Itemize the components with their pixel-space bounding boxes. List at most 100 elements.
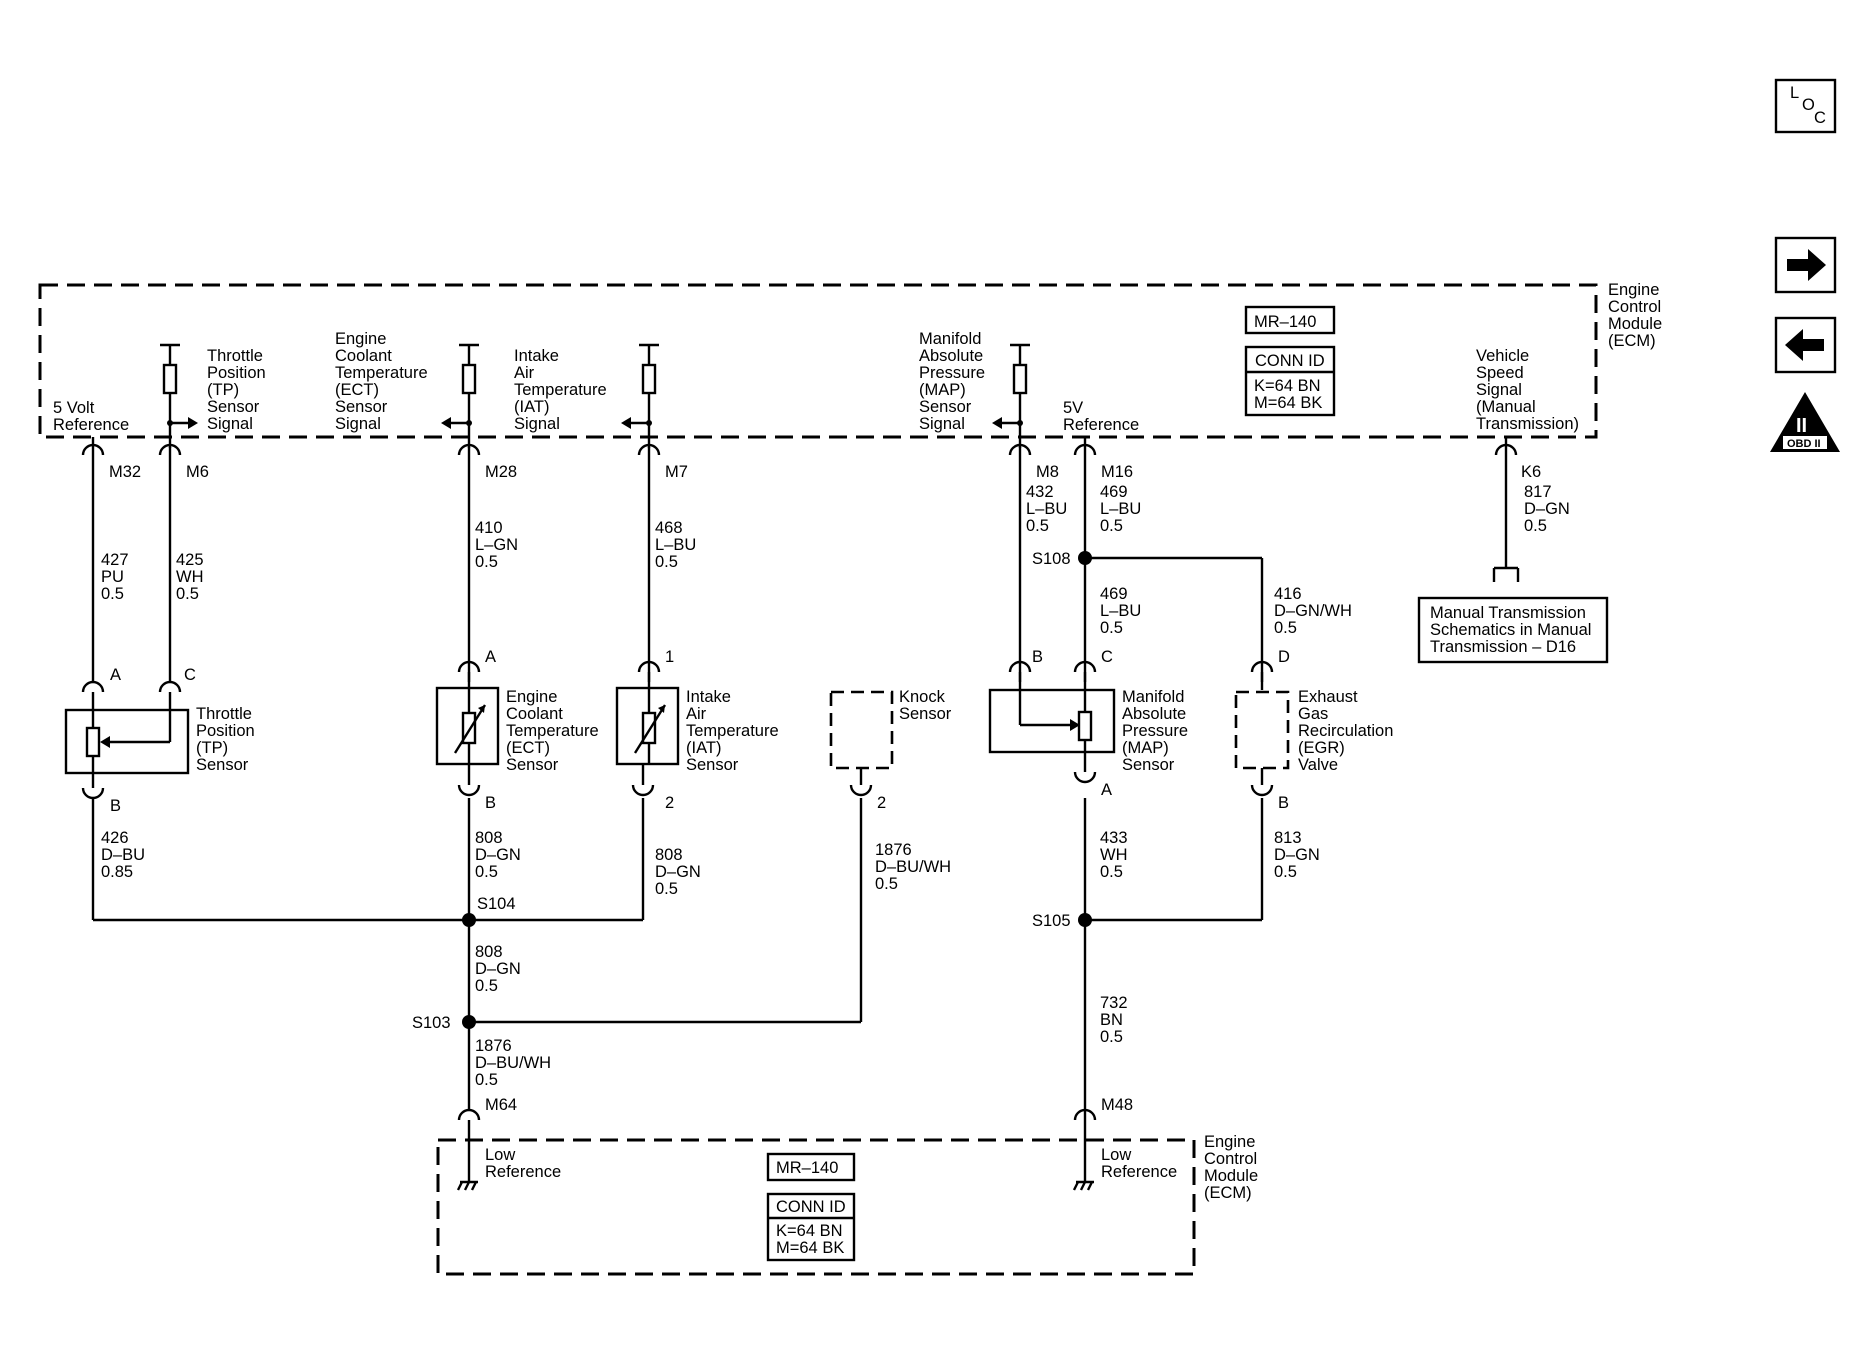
knock-pin-2-label: 2 [877,794,886,812]
tp-sensor-label: Sensor [196,756,249,774]
k6-function-label: Speed [1476,364,1524,382]
m8-connector [1008,443,1032,456]
iat-pin-1-label: 1 [665,648,674,666]
egr-valve-label: Valve [1298,756,1338,774]
egr-valve-label: Exhaust [1298,688,1358,706]
ecm-bottom-conn-m: M=64 BK [776,1239,844,1257]
ecm-top-title-line: Module [1608,315,1662,333]
loc-letter-l: L [1790,84,1799,102]
m28-function-label: Sensor [335,398,388,416]
egr-valve-label: Gas [1298,705,1328,723]
wire-808-label: 0.5 [655,880,678,898]
m6-function-label: Throttle [207,347,263,365]
m7-connector [637,443,661,456]
tp-sensor: A C B Throttle Position (TP) Sensor [64,666,255,815]
wire-468-label: 468 [655,519,683,537]
m64-function-label: Low [485,1146,515,1164]
tp-potentiometer [85,726,101,758]
egr-valve-label: Recirculation [1298,722,1393,740]
wire-817-label: 0.5 [1524,517,1547,535]
ecm-top-title-line: Engine [1608,281,1659,299]
wire-808-label: D–GN [655,863,701,881]
wire-425-label: 425 [176,551,204,569]
k6-function-label: Vehicle [1476,347,1529,365]
wire-416-label: 0.5 [1274,619,1297,637]
map-sensor-label: Pressure [1122,722,1188,740]
egr-pin-b-label: B [1278,794,1289,812]
knock-sensor-label: Knock [899,688,946,706]
map-sensor-label: Manifold [1122,688,1184,706]
m48-function-label: Low [1101,1146,1131,1164]
manual-trans-ref-text: Manual Transmission [1430,604,1586,622]
wire-1876-label: D–BU/WH [475,1054,551,1072]
wire-416-label: D–GN/WH [1274,602,1352,620]
m32-pin-label: M32 [109,463,141,481]
iat-sensor-label: (IAT) [686,739,721,757]
obd-ii-mark: II [1796,415,1807,437]
m28-function-label: Signal [335,415,381,433]
wiring [91,447,1520,1120]
wire-1876-label: 0.5 [875,875,898,893]
m6-function-label: Signal [207,415,253,433]
splices: S108 S104 S103 S105 [412,550,1092,1032]
manual-transmission-reference-link[interactable]: Manual Transmission Schematics in Manual… [1417,596,1609,664]
ect-pin-b-label: B [485,794,496,812]
m8-function-label: Absolute [919,347,983,365]
m6-function-label: Position [207,364,266,382]
splice-s103 [462,1015,476,1029]
wire-426-label: 0.85 [101,863,133,881]
iat-sensor: 1 2 Intake Air Temperature (IAT) Sensor [615,648,779,812]
m6-function-label: Sensor [207,398,260,416]
m7-function-label: Temperature [514,381,607,399]
ecm-top-title-line: (ECM) [1608,332,1656,350]
next-page-button[interactable] [1774,236,1837,294]
obd-ii-button[interactable]: II OBD II [1770,392,1840,452]
wire-427-label: 0.5 [101,585,124,603]
wire-469-label: 0.5 [1100,517,1123,535]
wire-808-label: 0.5 [475,977,498,995]
wire-1876-label: 1876 [475,1037,512,1055]
ect-sensor: A B Engine Coolant Temperature (ECT) Sen… [435,648,599,812]
splice-s104-label: S104 [477,895,516,913]
loc-button[interactable]: L O C [1774,78,1837,134]
wire-433-label: WH [1100,846,1128,864]
m8-function-label: Signal [919,415,965,433]
ecm-top-title: Engine Control Module (ECM) [1608,281,1662,350]
wire-1876-label: 0.5 [475,1071,498,1089]
ecm-top-module: Engine Control Module (ECM) MR–140 CONN … [38,281,1662,448]
splice-s105-label: S105 [1032,912,1071,930]
m8-function-label: Manifold [919,330,981,348]
m28-function-label: (ECT) [335,381,379,399]
wire-410-label: 0.5 [475,553,498,571]
obd-ii-label: OBD II [1787,438,1821,450]
k6-pin-label: K6 [1521,463,1541,481]
m16-pin-label: M16 [1101,463,1133,481]
tp-sensor-label: Throttle [196,705,252,723]
m16-function-label: Reference [1063,416,1139,434]
map-sensor: B C A Manifold Absolute Pressure (MAP) S… [988,648,1188,799]
m48-connector [1073,1108,1097,1121]
m7-function-label: Signal [514,415,560,433]
wire-732-label: 0.5 [1100,1028,1123,1046]
ecm-bottom-title-line: (ECM) [1204,1184,1252,1202]
ecm-top-conn-id-label: CONN ID [1255,352,1325,370]
wire-469-label: L–BU [1100,500,1141,518]
ect-sensor-label: Sensor [506,756,559,774]
ecm-top-conn-m: M=64 BK [1254,394,1322,412]
wire-labels: 427 PU 0.5 425 WH 0.5 410 L–GN 0.5 468 L… [101,483,1570,1089]
knock-sensor-label: Sensor [899,705,952,723]
wire-813-label: D–GN [1274,846,1320,864]
wire-732-label: BN [1100,1011,1123,1029]
m28-pin-label: M28 [485,463,517,481]
iat-pin-2-label: 2 [665,794,674,812]
k6-function-label: (Manual [1476,398,1536,416]
m6-pin-label: M6 [186,463,209,481]
wire-432-label: L–BU [1026,500,1067,518]
previous-page-button[interactable] [1774,316,1837,374]
ect-sensor-label: Coolant [506,705,563,723]
ect-sensor-label: (ECT) [506,739,550,757]
wire-427-label: 427 [101,551,129,569]
tp-sensor-label: (TP) [196,739,228,757]
splice-s108 [1078,551,1092,565]
wire-808-label: D–GN [475,960,521,978]
